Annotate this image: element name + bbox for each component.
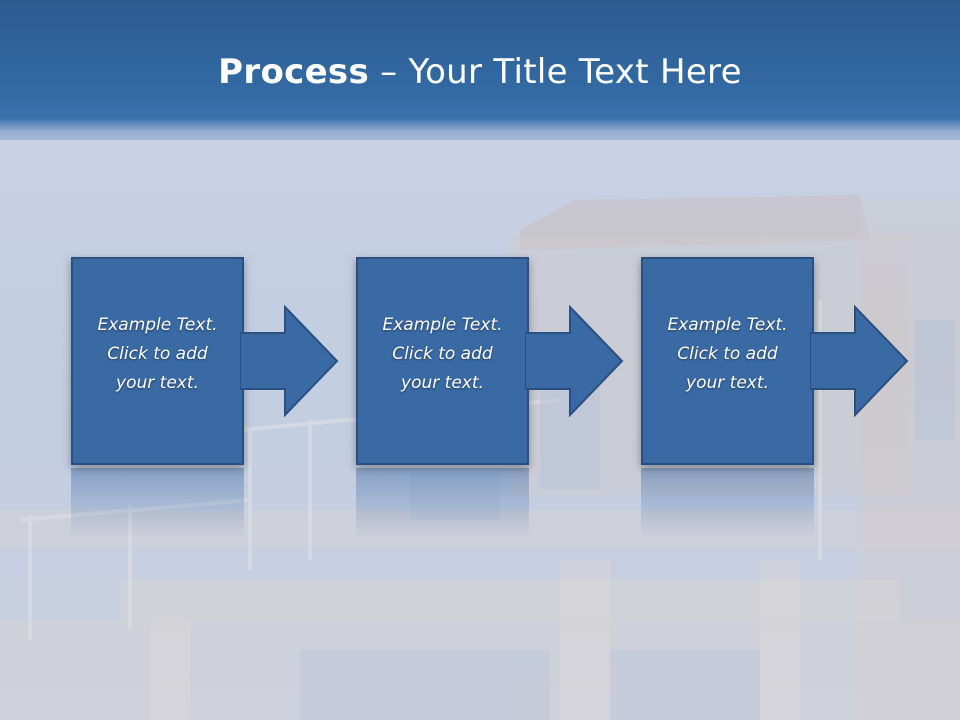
step-text[interactable]: Example Text. Click to add your text. — [382, 315, 503, 393]
title-bold: Process — [218, 52, 370, 92]
process-step-2[interactable]: Example Text. Click to add your text. — [356, 257, 529, 465]
arrow-right-icon — [525, 305, 624, 417]
process-step-3[interactable]: Example Text. Click to add your text. — [641, 257, 814, 465]
slide-title[interactable]: Process – Your Title Text Here — [0, 52, 960, 92]
step-reflection — [356, 468, 529, 538]
step-reflection — [641, 468, 814, 538]
title-rest: – Your Title Text Here — [369, 52, 742, 92]
step-reflection — [71, 468, 244, 538]
title-band — [0, 0, 960, 140]
arrow-right-icon — [240, 305, 339, 417]
step-text[interactable]: Example Text. Click to add your text. — [667, 315, 788, 393]
arrow-right-icon — [810, 305, 909, 417]
process-step-1[interactable]: Example Text. Click to add your text. — [71, 257, 244, 465]
step-text[interactable]: Example Text. Click to add your text. — [97, 315, 218, 393]
